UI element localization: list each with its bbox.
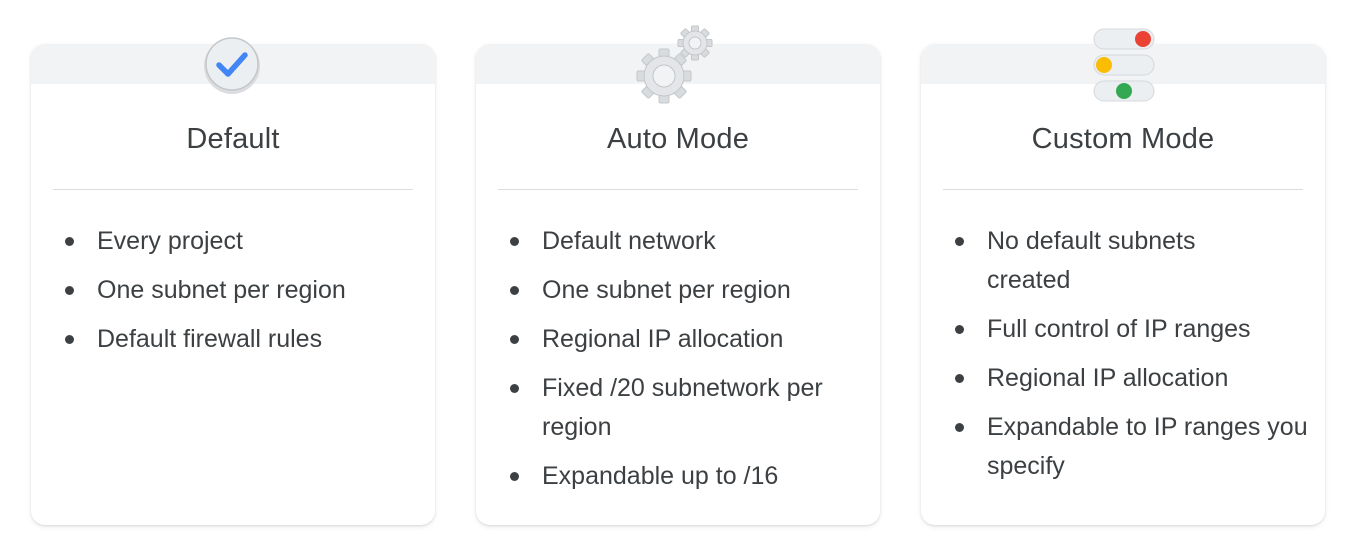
bullet-dot [65, 335, 74, 344]
bullet-dot [510, 335, 519, 344]
list-item: Every project [61, 222, 411, 261]
bullet-dot [510, 472, 519, 481]
bullet-list: Default network One subnet per region Re… [506, 222, 856, 506]
card-default: Default Every project One subnet per reg… [31, 44, 435, 525]
bullet-dot [955, 237, 964, 246]
list-item: Default firewall rules [61, 320, 411, 359]
list-item: Expandable up to /16 [506, 457, 856, 496]
bullet-dot [955, 325, 964, 334]
gears-icon [636, 25, 713, 104]
card-custom-mode: Custom Mode No default subnets created F… [921, 44, 1325, 525]
card-divider [943, 189, 1303, 190]
card-title: Custom Mode [1031, 123, 1215, 155]
list-item: Default network [506, 222, 856, 261]
list-item: Full control of IP ranges [951, 310, 1301, 349]
bullet-dot [510, 384, 519, 393]
bullet-dot [65, 237, 74, 246]
card-title: Auto Mode [606, 123, 750, 155]
card-auto-mode: Auto Mode Default network One subnet per… [476, 44, 880, 525]
bullet-dot [65, 286, 74, 295]
list-item: Regional IP allocation [506, 320, 856, 359]
card-divider [53, 189, 413, 190]
list-item: One subnet per region [506, 271, 856, 310]
check-circle-icon [204, 37, 260, 94]
bullet-dot [510, 237, 519, 246]
bullet-dot [955, 374, 964, 383]
bullet-list: Every project One subnet per region Defa… [61, 222, 411, 369]
list-item: Expandable to IP ranges you specify [951, 408, 1317, 486]
list-item: Fixed /20 subnetwork per region [506, 369, 842, 447]
card-title: Default [186, 123, 280, 155]
toggle-switches-icon [1093, 28, 1155, 102]
bullet-dot [955, 423, 964, 432]
list-item: No default subnets created [951, 222, 1257, 300]
card-divider [498, 189, 858, 190]
list-item: One subnet per region [61, 271, 411, 310]
list-item: Regional IP allocation [951, 359, 1301, 398]
bullet-dot [510, 286, 519, 295]
bullet-list: No default subnets created Full control … [951, 222, 1308, 496]
